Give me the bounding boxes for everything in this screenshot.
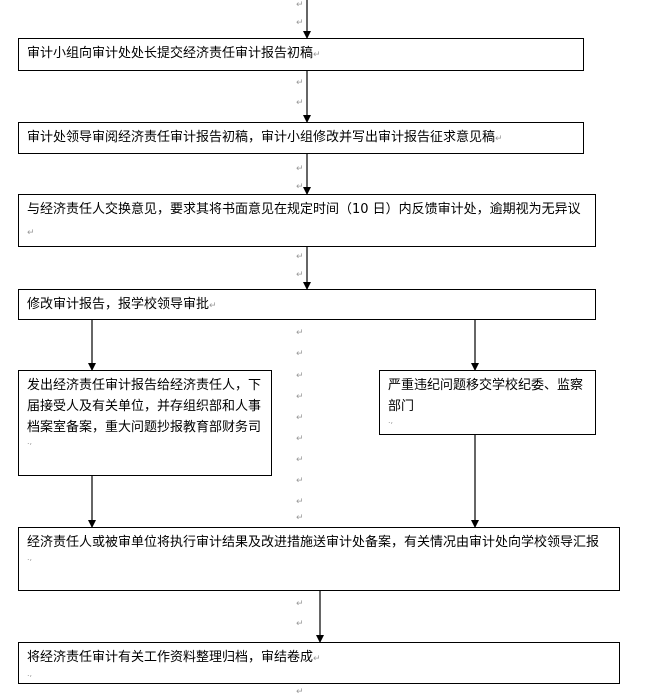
tail-mark: ., — [27, 437, 33, 446]
tail-mark: ., — [27, 553, 33, 562]
paragraph-mark: ↵ — [296, 513, 304, 523]
paragraph-mark: ↵ — [296, 413, 304, 423]
flow-step-8: 将经济责任审计有关工作资料整理归档，审结卷成↵ ., — [18, 642, 620, 684]
paragraph-mark: ↵ — [296, 164, 304, 174]
paragraph-mark: ↵ — [313, 654, 321, 664]
tail-mark: ., — [388, 416, 394, 425]
flow-step-1: 审计小组向审计处处长提交经济责任审计报告初稿↵ — [18, 38, 584, 71]
paragraph-mark: ↵ — [296, 252, 304, 262]
flow-step-3-text: 与经济责任人交换意见，要求其将书面意见在规定时间（10 日）内反馈审计处，逾期视… — [27, 202, 581, 217]
paragraph-mark: ↵ — [296, 476, 304, 486]
paragraph-mark: ↵ — [27, 228, 35, 238]
paragraph-mark: ↵ — [296, 270, 304, 280]
flow-step-4: 修改审计报告，报学校领导审批↵ — [18, 289, 596, 320]
flow-step-6-text: 严重违纪问题移交学校纪委、监察部门 — [388, 378, 584, 414]
flow-step-2: 审计处领导审阅经济责任审计报告初稿，审计小组修改并写出审计报告征求意见稿↵ — [18, 122, 584, 154]
flow-step-7-text: 经济责任人或被审单位将执行审计结果及改进措施送审计处备案，有关情况由审计处向学校… — [27, 535, 600, 550]
paragraph-mark: ↵ — [296, 434, 304, 444]
paragraph-mark: ↵ — [296, 0, 304, 10]
flow-step-6: 严重违纪问题移交学校纪委、监察部门 ., — [379, 370, 596, 435]
flow-step-8-text: 将经济责任审计有关工作资料整理归档，审结卷成 — [27, 650, 314, 665]
flow-step-5: 发出经济责任审计报告给经济责任人，下届接受人及有关单位，并存组织部和人事档案室备… — [18, 370, 272, 476]
paragraph-mark: ↵ — [296, 78, 304, 88]
paragraph-mark: ↵ — [296, 182, 304, 192]
flow-step-3: 与经济责任人交换意见，要求其将书面意见在规定时间（10 日）内反馈审计处，逾期视… — [18, 194, 596, 247]
paragraph-mark: ↵ — [296, 619, 304, 629]
paragraph-mark: ↵ — [296, 18, 304, 28]
paragraph-mark: ↵ — [296, 392, 304, 402]
flow-step-2-text: 审计处领导审阅经济责任审计报告初稿，审计小组修改并写出审计报告征求意见稿 — [27, 130, 496, 145]
paragraph-mark: ↵ — [296, 98, 304, 108]
tail-mark: ., — [27, 669, 33, 678]
paragraph-mark: ↵ — [495, 134, 503, 144]
paragraph-mark: ↵ — [296, 687, 304, 697]
paragraph-mark: ↵ — [296, 599, 304, 609]
paragraph-mark: ↵ — [296, 371, 304, 381]
flow-step-5-text: 发出经济责任审计报告给经济责任人，下届接受人及有关单位，并存组织部和人事档案室备… — [27, 378, 262, 435]
paragraph-mark: ↵ — [296, 497, 304, 507]
flow-step-4-text: 修改审计报告，报学校领导审批 — [27, 297, 210, 312]
paragraph-mark: ↵ — [296, 349, 304, 359]
flow-step-1-text: 审计小组向审计处处长提交经济责任审计报告初稿 — [27, 46, 314, 61]
paragraph-mark: ↵ — [313, 50, 321, 60]
flow-step-7: 经济责任人或被审单位将执行审计结果及改进措施送审计处备案，有关情况由审计处向学校… — [18, 527, 620, 591]
paragraph-mark: ↵ — [296, 328, 304, 338]
paragraph-mark: ↵ — [209, 301, 217, 311]
paragraph-mark: ↵ — [296, 455, 304, 465]
